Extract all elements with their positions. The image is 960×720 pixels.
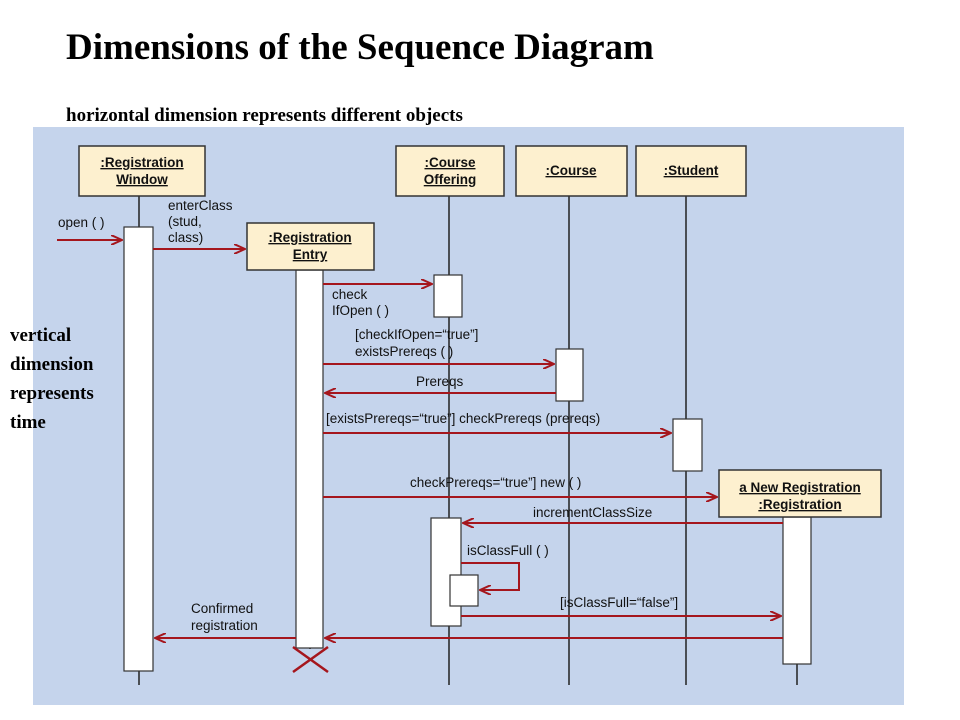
object-label-line2: Window (116, 172, 168, 187)
message-exists-prereqs: [checkIfOpen=“true”] existsPrereqs ( ) (323, 327, 554, 364)
message-open: open ( ) (57, 215, 122, 240)
activation-course-offering-self (449, 574, 479, 607)
message-label-line2: existsPrereqs ( ) (355, 344, 453, 359)
message-new: checkPrereqs=“true”] new ( ) (323, 475, 717, 497)
object-label: :Student (664, 163, 719, 178)
message-increment-class-size: incrementClassSize (463, 505, 783, 523)
object-registration-window: :Registration Window (78, 145, 206, 197)
message-label: [existsPrereqs=“true”] checkPrereqs (pre… (326, 411, 600, 426)
activation-registration-window (123, 226, 154, 672)
message-label: checkPrereqs=“true”] new ( ) (410, 475, 581, 490)
object-student: :Student (635, 145, 747, 197)
object-label: :Course (545, 163, 596, 178)
object-label-line1: :Registration (100, 155, 183, 170)
message-label-line1: enterClass (168, 198, 233, 213)
activation-registration-entry (295, 269, 324, 649)
message-enter-class: enterClass (stud, class) (153, 198, 245, 249)
message-label-line2: registration (191, 618, 258, 633)
activation-new-registration (782, 516, 812, 665)
caption-line: vertical (10, 325, 72, 346)
activation-course (555, 348, 584, 402)
message-is-class-full: isClassFull ( ) (461, 543, 549, 590)
caption-line: dimension (10, 354, 94, 375)
object-registration-entry: :Registration Entry (246, 222, 375, 271)
message-label-line1: Confirmed (191, 601, 253, 616)
object-label-line2: :Registration (758, 497, 841, 512)
message-prereqs-return: Prereqs (325, 374, 556, 393)
message-label: isClassFull ( ) (467, 543, 549, 558)
message-label: [isClassFull=“false”] (560, 595, 678, 610)
message-label: open ( ) (58, 215, 105, 230)
caption-line: time (10, 412, 46, 433)
object-course: :Course (515, 145, 628, 197)
object-label-line2: Entry (293, 247, 328, 262)
object-course-offering: :Course Offering (395, 145, 505, 197)
vertical-dimension-caption: vertical dimension represents time (10, 321, 122, 437)
message-is-class-full-false: [isClassFull=“false”] (461, 595, 781, 616)
message-confirmed-registration: Confirmed registration (155, 601, 296, 638)
message-label-line2: IfOpen ( ) (332, 303, 389, 318)
message-check-prereqs: [existsPrereqs=“true”] checkPrereqs (pre… (323, 411, 671, 433)
activation-course-offering-check (433, 274, 463, 318)
object-label-line1: :Course (424, 155, 475, 170)
object-label-line1: a New Registration (739, 480, 861, 495)
sequence-diagram-canvas: :Registration Window :Registration Entry… (57, 145, 882, 685)
object-new-registration: a New Registration :Registration (718, 469, 882, 518)
sequence-diagram: :Registration Window :Registration Entry… (33, 127, 904, 705)
message-label-line3: class) (168, 230, 203, 245)
message-label-line1: [checkIfOpen=“true”] (355, 327, 478, 342)
activation-course-offering-increment (430, 517, 462, 627)
activation-student (672, 418, 703, 472)
caption-line: represents (10, 383, 94, 404)
message-check-if-open: check IfOpen ( ) (323, 284, 432, 318)
message-label-line1: check (332, 287, 368, 302)
object-label-line2: Offering (424, 172, 477, 187)
slide-title: Dimensions of the Sequence Diagram (66, 27, 654, 68)
message-label-line2: (stud, (168, 214, 202, 229)
message-label: Prereqs (416, 374, 464, 389)
object-label-line1: :Registration (268, 230, 351, 245)
message-label: incrementClassSize (533, 505, 652, 520)
destroy-marker (292, 645, 329, 674)
horizontal-dimension-caption: horizontal dimension represents differen… (66, 105, 463, 126)
